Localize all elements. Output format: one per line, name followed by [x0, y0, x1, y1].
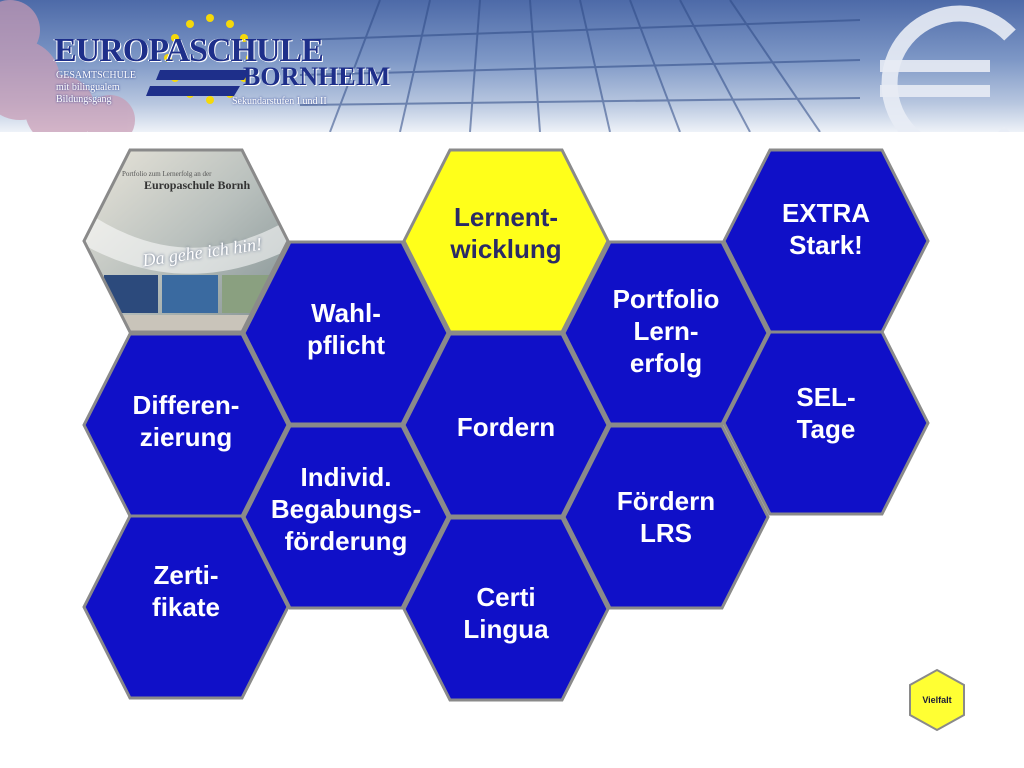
header-banner: EUROPASCHULE GESAMTSCHULE mit bilinguale… — [0, 0, 1024, 132]
hex-differenzierung-label: Differen- zierung — [132, 390, 240, 452]
hex-wahlpflicht[interactable]: Wahl- pflicht — [242, 240, 450, 426]
photo-hexagon — [82, 148, 290, 334]
portfolio-photo-hex: Portfolio zum Lernerfolg an der Europasc… — [82, 148, 290, 334]
hex-portfolio[interactable]: Portfolio Lern- erfolg — [562, 240, 770, 426]
program-line: Bildungsgang — [56, 94, 112, 105]
hex-lernentwicklung[interactable]: Lernent- wicklung — [402, 148, 610, 334]
bilingual-line: mit bilingualem — [56, 82, 120, 93]
school-type: GESAMTSCHULE — [56, 70, 137, 81]
hex-certi-lingua-label: Certi Lingua — [463, 582, 549, 644]
school-levels: Sekundarstufen I und II — [232, 96, 327, 107]
hex-extra-stark-label: EXTRA Stark! — [781, 198, 871, 260]
hex-foerdern-lrs[interactable]: Fördern LRS — [562, 424, 770, 610]
hex-sel-tage-label: SEL- Tage — [796, 382, 856, 444]
vielfalt-nav-label: Vielfalt — [922, 695, 952, 705]
photo-caption-small: Portfolio zum Lernerfolg an der — [122, 170, 212, 178]
photo-caption-school: Europaschule Bornh — [144, 178, 251, 192]
hex-lernentwicklung-label: Lernent- wicklung — [450, 202, 562, 264]
school-name: EUROPASCHULE — [54, 32, 324, 69]
hex-individ-label: Individ. Begabungs- förderung — [270, 462, 422, 556]
hex-certi-lingua[interactable]: Certi Lingua — [402, 516, 610, 702]
vielfalt-nav-button[interactable]: Vielfalt — [909, 668, 965, 732]
hex-portfolio-label: Portfolio Lern- erfolg — [612, 284, 720, 378]
hex-zertifikate[interactable]: Zerti- fikate — [82, 514, 290, 700]
hex-sel-tage[interactable]: SEL- Tage — [722, 330, 930, 516]
hex-zertifikate-label: Zerti- fikate — [152, 560, 220, 622]
hex-wahlpflicht-label: Wahl- pflicht — [307, 298, 385, 360]
hex-individ[interactable]: Individ. Begabungs- förderung — [242, 424, 450, 610]
hex-fordern-label: Fordern — [456, 412, 556, 442]
building-background — [0, 0, 1016, 132]
hex-foerdern-lrs-label: Fördern LRS — [616, 486, 716, 548]
hex-fordern[interactable]: Fordern — [402, 332, 610, 518]
school-place: BORNHEIM — [243, 62, 391, 91]
